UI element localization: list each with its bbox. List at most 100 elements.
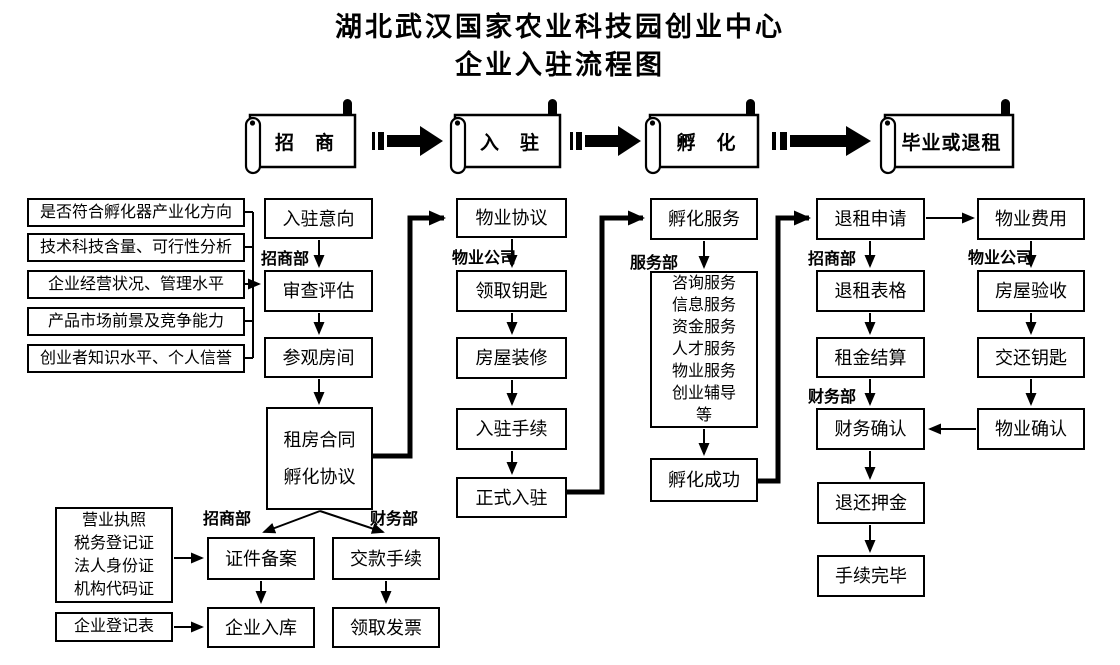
node-label: 领取钥匙 <box>475 281 548 301</box>
node-return-keys: 交还钥匙 <box>977 337 1085 378</box>
node-label: 房屋验收 <box>995 281 1067 301</box>
banner-incubate-label: 孵 化 <box>676 132 737 154</box>
dept-label-property-2: 物业公司 <box>968 250 1033 267</box>
node-label: 退租申请 <box>834 209 907 229</box>
node-label: 正式入驻 <box>475 487 548 508</box>
dept-label-recruit-2: 招商部 <box>808 251 857 268</box>
node-review-assess: 审查评估 <box>264 270 373 312</box>
node-label: 租金结算 <box>834 347 907 368</box>
node-label: 物业协议 <box>475 208 548 228</box>
node-label: 房屋装修 <box>475 348 548 368</box>
node-label: 租房合同 <box>283 430 356 450</box>
node-label: 交还钥匙 <box>995 347 1067 368</box>
node-label: 企业入库 <box>225 617 297 638</box>
node-terminate-apply: 退租申请 <box>816 198 925 240</box>
scroll-shape-icon <box>879 99 1015 175</box>
node-label: 产品市场前景及竞争能力 <box>47 312 224 330</box>
node-company-store: 企业入库 <box>207 607 315 648</box>
node-label: 资金服务 <box>671 318 736 336</box>
node-property-fee: 物业费用 <box>977 198 1085 240</box>
node-label: 证件备案 <box>225 548 297 569</box>
node-label: 退租表格 <box>834 281 907 301</box>
node-rent-settlement: 租金结算 <box>816 337 925 378</box>
node-label: 孵化协议 <box>283 467 356 487</box>
node-label: 孵化成功 <box>668 470 740 490</box>
node-return-deposit: 退还押金 <box>817 482 925 524</box>
node-criteria-4: 产品市场前景及竞争能力 <box>27 307 245 336</box>
node-house-inspect: 房屋验收 <box>977 270 1085 312</box>
node-get-keys: 领取钥匙 <box>456 270 567 312</box>
node-label: 营业执照 <box>81 512 146 529</box>
node-payment-procedure: 交款手续 <box>332 537 440 580</box>
node-label: 领取发票 <box>350 617 422 638</box>
node-label: 交款手续 <box>350 548 422 569</box>
node-label: 创业辅导 <box>671 384 736 402</box>
node-label: 企业登记表 <box>73 618 154 635</box>
scroll-shape-icon <box>449 99 562 175</box>
banner-recruit: 招 商 <box>243 98 357 176</box>
node-visit-rooms: 参观房间 <box>264 337 373 378</box>
node-incubation-success: 孵化成功 <box>650 458 758 502</box>
banner-graduate: 毕业或退租 <box>878 98 1015 176</box>
node-label: 咨询服务 <box>671 274 736 292</box>
dept-label-service: 服务部 <box>630 255 679 272</box>
node-property-confirm: 物业确认 <box>977 408 1085 450</box>
node-label: 孵化服务 <box>668 209 740 229</box>
node-criteria-3: 企业经营状况、管理水平 <box>27 270 245 299</box>
dept-label-finance-2: 财务部 <box>370 511 419 528</box>
node-label: 财务确认 <box>834 419 907 439</box>
node-label: 企业经营状况、管理水平 <box>47 275 224 293</box>
node-terminate-form: 退租表格 <box>816 270 925 312</box>
node-get-invoice: 领取发票 <box>332 607 440 648</box>
node-label: 物业费用 <box>995 209 1067 229</box>
banner-recruit-label: 招 商 <box>274 132 335 154</box>
scroll-shape-icon <box>244 99 357 175</box>
banner-entry-label: 入 驻 <box>479 132 540 154</box>
node-criteria-1: 是否符合孵化器产业化方向 <box>27 198 245 227</box>
node-label: 入驻意向 <box>282 208 355 229</box>
node-criteria-2: 技术科技含量、可行性分析 <box>27 233 245 262</box>
node-label: 等 <box>695 406 712 424</box>
node-label: 创业者知识水平、个人信誉 <box>39 349 232 367</box>
node-label: 物业确认 <box>995 419 1067 439</box>
title-block: 湖北武汉国家农业科技园创业中心 企业入驻流程图 <box>0 8 1120 84</box>
node-entry-procedure: 入驻手续 <box>456 408 567 450</box>
node-label: 入驻手续 <box>475 419 548 439</box>
dept-label-recruit-1: 招商部 <box>261 251 310 268</box>
node-finance-confirm: 财务确认 <box>816 408 925 450</box>
node-label: 技术科技含量、可行性分析 <box>39 238 232 256</box>
node-criteria-5: 创业者知识水平、个人信誉 <box>27 344 245 373</box>
node-incubation-service: 孵化服务 <box>650 198 758 240</box>
node-documents: 营业执照 税务登记证 法人身份证 机构代码证 <box>55 507 173 603</box>
node-label: 信息服务 <box>671 296 736 314</box>
node-register-form: 企业登记表 <box>55 612 173 642</box>
phase-arrow-1-icon <box>372 126 443 156</box>
node-procedure-done: 手续完毕 <box>817 555 925 597</box>
node-label: 法人身份证 <box>73 558 154 575</box>
node-label: 退还押金 <box>835 493 907 513</box>
node-label: 机构代码证 <box>73 581 154 598</box>
node-entry-intent: 入驻意向 <box>264 198 373 239</box>
page-title: 湖北武汉国家农业科技园创业中心 <box>335 12 785 42</box>
node-property-agreement: 物业协议 <box>456 198 567 238</box>
node-label: 手续完毕 <box>835 566 907 586</box>
node-label: 参观房间 <box>282 347 355 368</box>
banner-incubate: 孵 化 <box>643 98 760 176</box>
node-contract: 租房合同 孵化协议 <box>266 407 373 510</box>
node-label: 税务登记证 <box>73 535 154 552</box>
node-official-entry: 正式入驻 <box>456 477 567 518</box>
dept-label-property-1: 物业公司 <box>452 250 517 267</box>
banner-entry: 入 驻 <box>448 98 562 176</box>
dept-label-recruit-3: 招商部 <box>203 511 252 528</box>
node-cert-record: 证件备案 <box>207 537 315 580</box>
scroll-shape-icon <box>644 99 760 175</box>
page-subtitle: 企业入驻流程图 <box>455 50 665 80</box>
node-house-decorate: 房屋装修 <box>456 337 567 379</box>
phase-arrow-3-icon <box>772 126 871 156</box>
node-service-list: 咨询服务 信息服务 资金服务 人才服务 物业服务 创业辅导 等 <box>650 271 758 428</box>
node-label: 人才服务 <box>671 340 736 358</box>
node-label: 审查评估 <box>282 281 355 301</box>
banner-graduate-label: 毕业或退租 <box>901 132 1002 154</box>
node-label: 是否符合孵化器产业化方向 <box>39 203 232 221</box>
